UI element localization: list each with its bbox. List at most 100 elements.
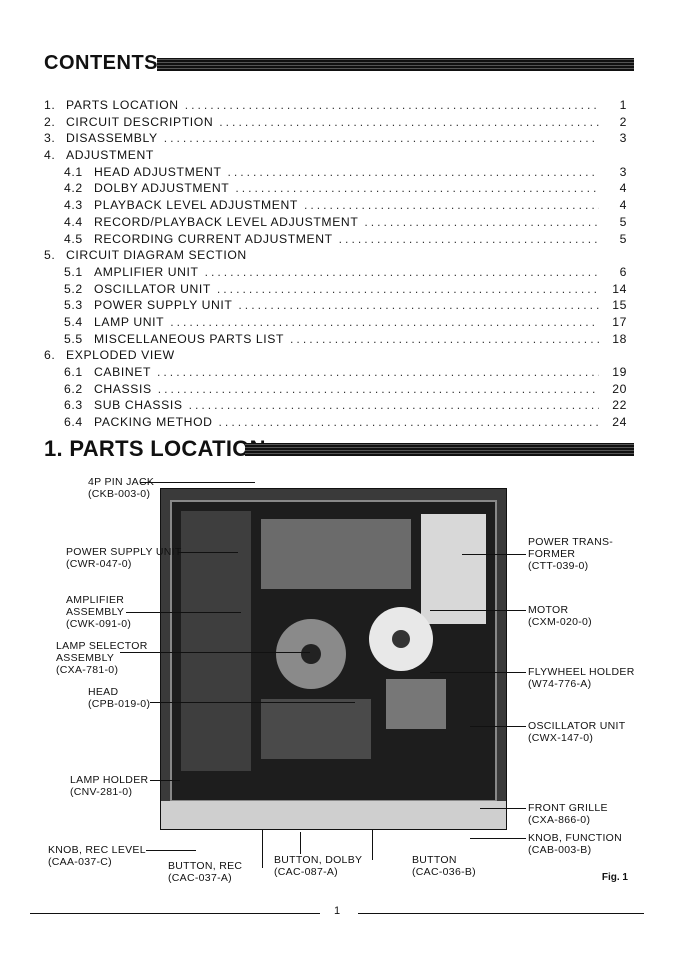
toc-entry-number: 5.1 [64, 264, 83, 279]
toc-entry-title: PARTS LOCATION [66, 98, 179, 112]
toc-dot-leader [189, 398, 599, 412]
label-button-rec: BUTTON, REC (CAC-037-A) [168, 860, 243, 884]
toc-entry-page: 5 [619, 231, 627, 246]
leader-knob-function [470, 838, 526, 839]
toc-entry-number: 4.2 [64, 181, 83, 196]
leader-amplifier [126, 612, 241, 613]
label-amplifier-assembly: AMPLIFIER ASSEMBLY (CWK-091-0) [66, 594, 132, 630]
toc-dot-leader [290, 332, 599, 346]
contents-heading-rule [157, 58, 634, 71]
toc-entry-number: 1. [44, 98, 56, 112]
toc-dot-leader [185, 98, 599, 112]
toc-entry-title: PLAYBACK LEVEL ADJUSTMENT [94, 198, 298, 213]
toc-entry-page: 15 [612, 298, 627, 313]
toc-entry-title: DOLBY ADJUSTMENT [94, 181, 230, 196]
toc-entry-title: PACKING METHOD [94, 415, 213, 430]
label-knob-function: KNOB, FUNCTION (CAB-003-B) [528, 832, 623, 856]
leader-knob-rec [146, 850, 196, 851]
toc-entry-number: 5.4 [64, 314, 83, 329]
toc-entry-number: 4.3 [64, 198, 83, 213]
toc-dot-leader [304, 198, 599, 212]
parts-location-heading-rule [245, 443, 634, 456]
toc-entry-title: ADJUSTMENT [66, 148, 154, 163]
label-lamp-holder: LAMP HOLDER (CNV-281-0) [70, 774, 149, 798]
toc-dot-leader [219, 415, 599, 429]
leader-power-supply [178, 552, 238, 553]
toc-entry-title: CABINET [94, 365, 152, 379]
leader-pin-jack [140, 482, 255, 483]
toc-entry: 1.PARTS LOCATION1 [44, 98, 627, 115]
label-flywheel-holder: FLYWHEEL HOLDER (W74-776-A) [528, 666, 635, 690]
label-4p-pin-jack: 4P PIN JACK (CKB-003-0) [88, 476, 155, 500]
toc-entry-title: DISASSEMBLY [66, 131, 158, 146]
toc-entry-number: 6.1 [64, 365, 83, 379]
toc-entry: 5.CIRCUIT DIAGRAM SECTION [44, 248, 627, 265]
toc-entry-page: 19 [612, 365, 627, 379]
leader-lamp-selector [120, 652, 310, 653]
toc-entry-number: 2. [44, 114, 56, 129]
toc-dot-leader [238, 298, 599, 312]
toc-entry-title: SUB CHASSIS [94, 398, 183, 413]
toc-entry-title: CHASSIS [94, 381, 152, 396]
toc-dot-leader [205, 265, 599, 279]
toc-entry: 6.3 SUB CHASSIS 22 [44, 398, 627, 415]
leader-motor [430, 610, 526, 611]
leader-lamp-holder [150, 780, 180, 781]
toc-entry-title: CIRCUIT DESCRIPTION [66, 114, 214, 129]
toc-entry: 4.2 DOLBY ADJUSTMENT 4 [44, 181, 627, 198]
toc-entry-page: 17 [612, 314, 627, 329]
label-lamp-selector-assembly: LAMP SELECTOR ASSEMBLY (CXA-781-0) [56, 640, 148, 676]
toc-entry-number: 4.4 [64, 214, 83, 229]
toc-entry-number: 5.5 [64, 331, 83, 346]
toc-dot-leader [164, 131, 599, 145]
chassis-photo [160, 488, 507, 830]
label-motor: MOTOR (CXM-020-0) [528, 604, 592, 628]
toc-entry: 2.CIRCUIT DESCRIPTION2 [44, 115, 627, 132]
parts-location-heading: 1. PARTS LOCATION [44, 436, 266, 461]
leader-flywheel [430, 672, 526, 673]
label-power-supply-unit: POWER SUPPLY UNIT (CWR-047-0) [66, 546, 182, 570]
label-oscillator-unit: OSCILLATOR UNIT (CWX-147-0) [528, 720, 626, 744]
label-button-dolby: BUTTON, DOLBY (CAC-087-A) [274, 854, 363, 878]
toc-entry: 3.DISASSEMBLY3 [44, 131, 627, 148]
toc-entry-title: RECORDING CURRENT ADJUSTMENT [94, 231, 333, 246]
toc-entry-page: 4 [619, 181, 627, 196]
toc-entry-number: 6.3 [64, 398, 83, 413]
toc-entry: 4.3 PLAYBACK LEVEL ADJUSTMENT 4 [44, 198, 627, 215]
leader-power-transformer [462, 554, 526, 555]
toc-entry-title: OSCILLATOR UNIT [94, 281, 211, 296]
toc-entry-title: MISCELLANEOUS PARTS LIST [94, 331, 285, 346]
toc-dot-leader [170, 315, 599, 329]
toc-entry-number: 4. [44, 148, 56, 163]
parts-location-figure: 4P PIN JACK (CKB-003-0) POWER SUPPLY UNI… [0, 470, 674, 890]
toc-entry-number: 5.2 [64, 281, 83, 296]
toc-dot-leader [228, 165, 600, 179]
figure-caption: Fig. 1 [601, 872, 628, 883]
toc-entry-number: 6.4 [64, 415, 83, 430]
toc-entry-number: 4.5 [64, 231, 83, 246]
toc-dot-leader [219, 115, 599, 129]
leader-button [372, 830, 373, 860]
toc-entry-number: 5.3 [64, 298, 83, 313]
toc-entry-title: CIRCUIT DIAGRAM SECTION [66, 248, 247, 263]
label-button: BUTTON (CAC-036-B) [412, 854, 476, 878]
toc-entry-title: AMPLIFIER UNIT [94, 264, 199, 279]
footer-rule-left [30, 913, 320, 914]
toc-entry-number: 4.1 [64, 164, 83, 179]
toc-entry-page: 6 [619, 264, 627, 279]
page-number: 1 [334, 905, 341, 917]
toc-dot-leader [339, 232, 599, 246]
toc-entry-page: 22 [612, 398, 627, 413]
label-head: HEAD (CPB-019-0) [88, 686, 151, 710]
toc-entry-page: 3 [619, 131, 627, 146]
toc-entry-title: POWER SUPPLY UNIT [94, 298, 233, 313]
toc-entry-page: 4 [619, 198, 627, 213]
toc-entry: 6.2CHASSIS20 [44, 382, 627, 399]
label-front-grille: FRONT GRILLE (CXA-866-0) [528, 802, 608, 826]
